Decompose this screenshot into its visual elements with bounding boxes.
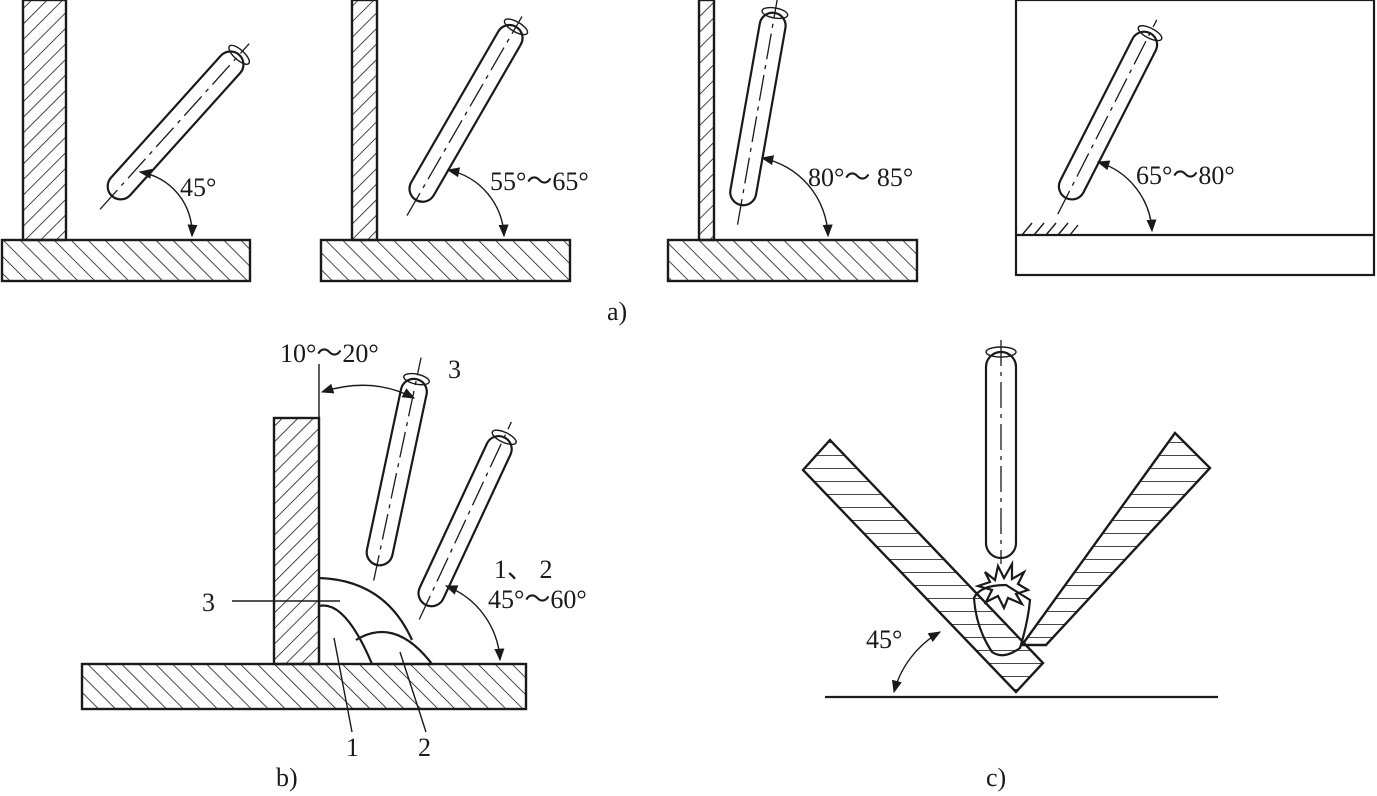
vertical-plate xyxy=(350,0,379,242)
panel-c: 45° xyxy=(801,340,1218,699)
weld-hatch xyxy=(1021,222,1079,236)
base-plate xyxy=(666,238,919,283)
caption-c: c) xyxy=(986,763,1006,792)
vertical-plate xyxy=(697,0,716,242)
angle-label: 45° xyxy=(866,625,902,654)
electrode xyxy=(99,43,251,210)
electrode xyxy=(729,0,789,225)
angle-label-top: 10°～20° xyxy=(280,339,379,368)
angle-arc-side xyxy=(444,585,505,662)
leader-1 xyxy=(333,637,353,733)
angle-label-side-num: 1、 2 xyxy=(494,555,553,584)
angle-label-1: 45° xyxy=(180,173,216,202)
angle-arc xyxy=(1096,160,1157,233)
left-plate xyxy=(801,438,1045,694)
panel-b: 10°～20° 3 1、 2 45°～60° 3 1 2 xyxy=(80,339,587,762)
vertical-plate xyxy=(272,416,321,666)
electrode-label-3: 3 xyxy=(448,355,461,384)
leader-2 xyxy=(399,651,427,733)
angle-label-3: 80°～ 85° xyxy=(808,163,913,192)
panel-a-fig1: 45° xyxy=(0,0,252,283)
base-plate xyxy=(0,238,252,283)
pass-label-1: 1 xyxy=(346,733,359,762)
caption-a: a) xyxy=(607,297,627,326)
electrode xyxy=(1057,19,1163,215)
angle-label-4: 65°～80° xyxy=(1136,161,1235,190)
weld-pass-2 xyxy=(355,630,435,666)
angle-label-2: 55°～65° xyxy=(490,167,589,196)
electrode-3 xyxy=(365,357,430,581)
angle-label-side: 45°～60° xyxy=(488,585,587,614)
right-plate xyxy=(1019,431,1212,647)
angle-arc xyxy=(892,631,942,694)
vertical-plate xyxy=(21,0,68,242)
panel-a-fig3: 80°～ 85° xyxy=(666,0,919,283)
electrode-1-2 xyxy=(417,421,517,620)
weld-pool xyxy=(972,583,1032,657)
weld-pass-3 xyxy=(317,576,414,641)
angle-arc xyxy=(760,155,833,238)
electrode xyxy=(984,340,1018,564)
upper-plate-outline xyxy=(1014,0,1376,277)
caption-b: b) xyxy=(276,763,298,792)
base-plate xyxy=(319,238,572,283)
panel-a-fig4: 65°～80° xyxy=(1014,0,1376,277)
angle-arc xyxy=(446,167,509,238)
pass-label-2: 2 xyxy=(418,733,431,762)
pass-label-3: 3 xyxy=(202,588,215,617)
panel-a-fig2: 55°～65° xyxy=(319,0,589,283)
angle-arc xyxy=(138,168,198,238)
electrode xyxy=(406,16,529,216)
base-plate xyxy=(80,662,528,711)
angle-arc-top xyxy=(320,383,416,399)
arc-spark-icon xyxy=(974,559,1031,611)
